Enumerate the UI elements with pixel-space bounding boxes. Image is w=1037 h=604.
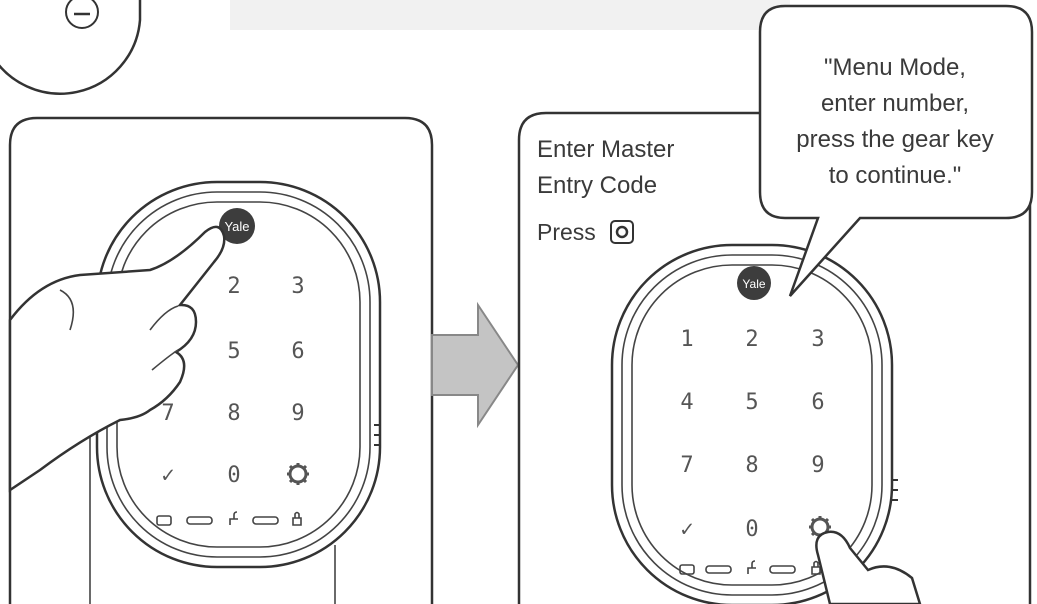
right-key-7[interactable]: 7 [680,453,693,478]
left-key-0[interactable]: 0 [227,463,240,488]
right-panel: Enter Master Entry Code Press Yale 1 2 3… [517,4,1034,604]
right-key-0[interactable]: 0 [745,517,758,542]
gear-icon[interactable] [287,463,309,485]
instruction-line-2: Entry Code [537,172,657,199]
minus-circle-icon [65,0,99,29]
right-key-2[interactable]: 2 [745,327,758,352]
step-circle [0,0,142,95]
right-yale-logo: Yale [737,266,771,300]
right-unlock-icon [747,560,756,574]
left-key-8[interactable]: 8 [227,401,240,426]
left-key-7[interactable]: 7 [161,401,174,426]
left-lock-side-ticks [374,424,380,446]
right-yale-text: Yale [742,277,765,291]
left-lock-icon [292,511,302,526]
left-key-9[interactable]: 9 [291,401,304,426]
right-key-6[interactable]: 6 [811,390,824,415]
right-key-3[interactable]: 3 [811,327,824,352]
left-unlock-icon [229,511,238,525]
bubble-line-3: press the gear key [796,126,993,153]
arrow-right-icon [431,301,520,429]
left-status-bar [156,511,302,526]
bubble-line-4: to continue." [829,162,962,189]
left-panel-frame [8,116,434,604]
left-key-3[interactable]: 3 [291,274,304,299]
gear-key-icon [610,220,634,244]
left-panel: Yale 2 3 5 6 7 8 9 ✓ 0 [8,116,434,604]
right-key-4[interactable]: 4 [680,390,693,415]
right-lock-inner-2 [631,264,873,586]
faded-heading [230,0,790,30]
left-yale-logo: Yale [219,208,255,244]
instruction-line-1: Enter Master [537,136,674,163]
left-key-5[interactable]: 5 [227,339,240,364]
speech-bubble: "Menu Mode, enter number, press the gear… [758,4,1034,297]
right-key-1[interactable]: 1 [680,327,693,352]
left-key-check[interactable]: ✓ [161,463,174,488]
left-hand-knuckle-lines [59,289,179,371]
bubble-line-1: "Menu Mode, [824,54,966,81]
right-lock-inner-1 [621,254,883,596]
right-lock-side-ticks [892,479,898,501]
left-key-2[interactable]: 2 [227,274,240,299]
bubble-line-2: enter number, [821,90,969,117]
left-key-6[interactable]: 6 [291,339,304,364]
right-status-bar [679,560,821,575]
right-finger-icon [815,530,922,604]
right-key-8[interactable]: 8 [745,453,758,478]
right-key-check[interactable]: ✓ [680,517,693,542]
instruction-press: Press [537,219,596,245]
left-yale-text: Yale [224,219,249,234]
right-key-5[interactable]: 5 [745,390,758,415]
right-key-9[interactable]: 9 [811,453,824,478]
right-lock-outer [610,243,894,604]
